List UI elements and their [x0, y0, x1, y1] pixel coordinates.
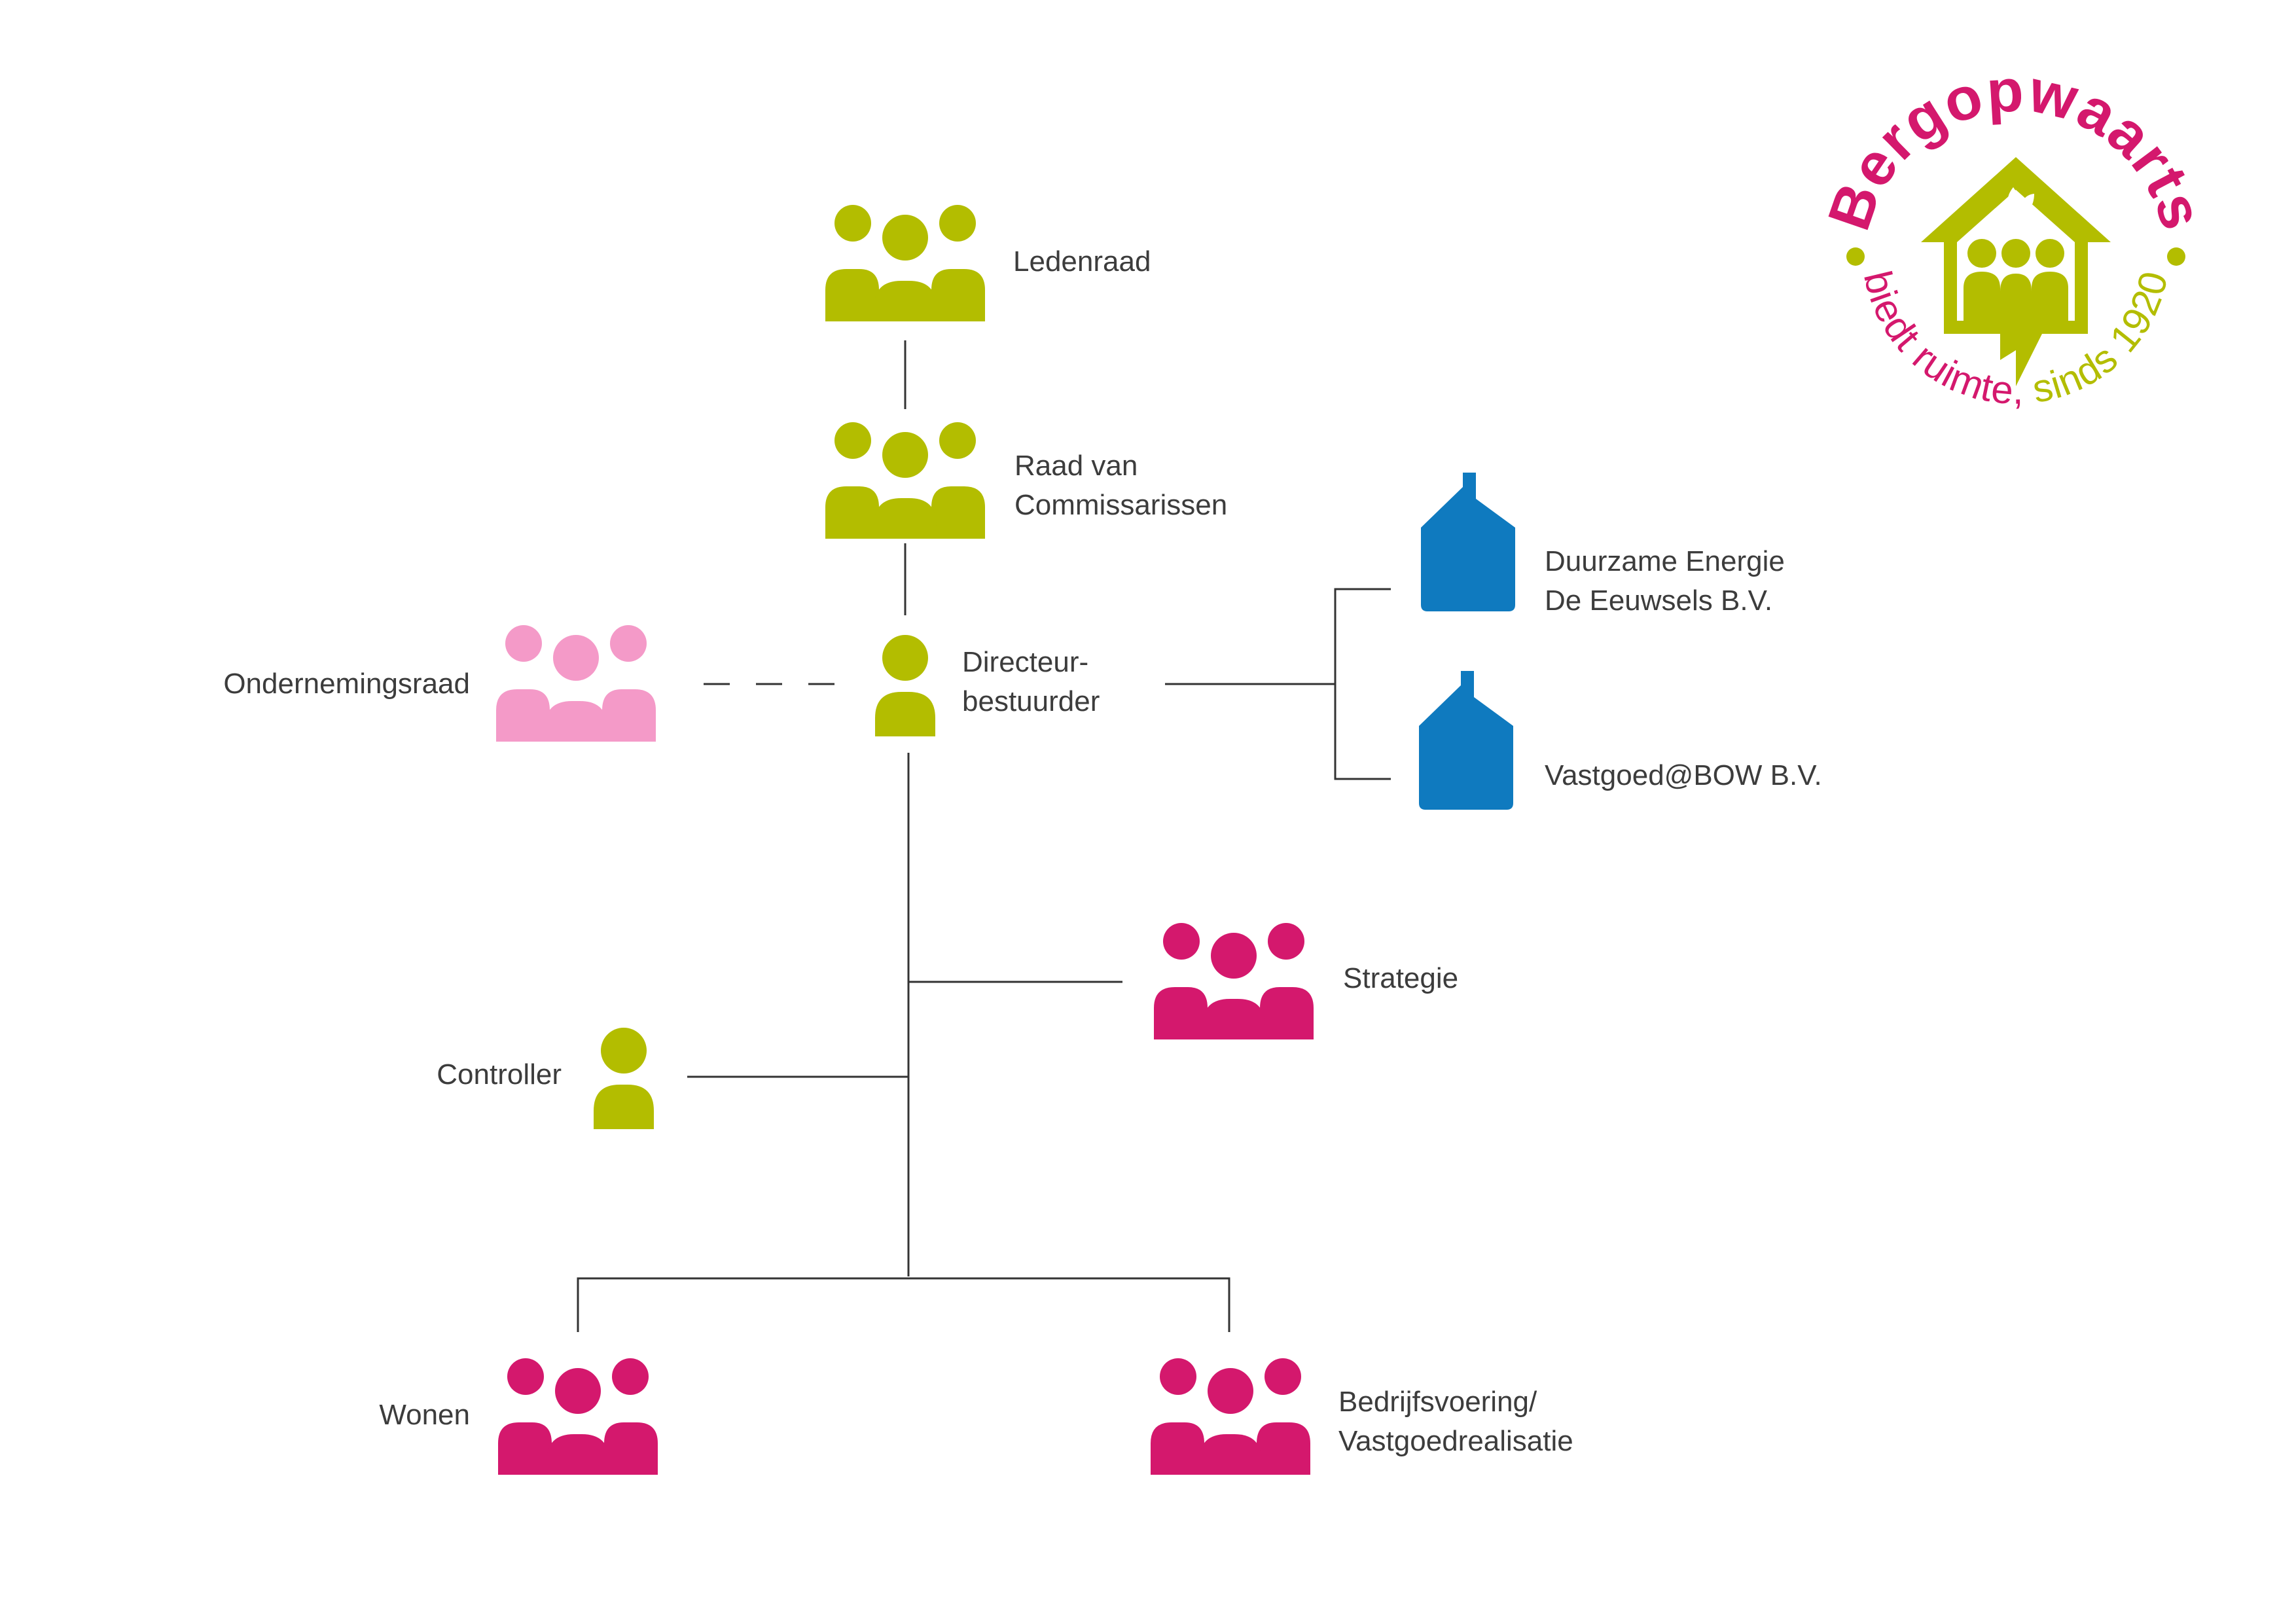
controller-person-icon: [594, 1028, 654, 1129]
ledenraad-group-icon: [825, 205, 985, 321]
bedrijfsvoering-group-icon: [1151, 1358, 1310, 1475]
connector-departments: [577, 1277, 1230, 1332]
ondernemingsraad-group-icon: [496, 625, 656, 742]
duurzame-label: Duurzame Energie De Eeuwsels B.V.: [1545, 545, 1785, 617]
directeur-label: Directeur- bestuurder: [962, 646, 1100, 717]
raad-group-icon: [825, 422, 985, 539]
vastgoed-label: Vastgoed@BOW B.V.: [1545, 759, 1822, 791]
ledenraad-label: Ledenraad: [1013, 245, 1151, 278]
logo-dot-left: [1846, 247, 1865, 266]
raad-label: Raad van Commissarissen: [1014, 450, 1228, 521]
controller-label: Controller: [437, 1058, 562, 1091]
ondernemingsraad-label: Ondernemingsraad: [223, 668, 470, 700]
duurzame-house-icon: [1421, 473, 1515, 611]
strategie-label: Strategie: [1343, 962, 1459, 994]
wonen-group-icon: [498, 1358, 658, 1475]
directeur-person-icon: [875, 635, 935, 736]
connectors: [577, 340, 1391, 1332]
bedrijfsvoering-label: Bedrijfsvoering/ Vastgoedrealisatie: [1338, 1386, 1573, 1457]
logo-house-icon: [1921, 157, 2111, 386]
bergopwaarts-logo: Bergopwaarts biedt ruimte, sinds 1920: [1826, 65, 2206, 412]
logo-dot-right: [2167, 247, 2185, 266]
wonen-label: Wonen: [379, 1399, 470, 1431]
vastgoed-house-icon: [1419, 671, 1513, 810]
connector-subsidiaries-bracket: [1334, 588, 1391, 780]
strategie-group-icon: [1154, 923, 1314, 1039]
